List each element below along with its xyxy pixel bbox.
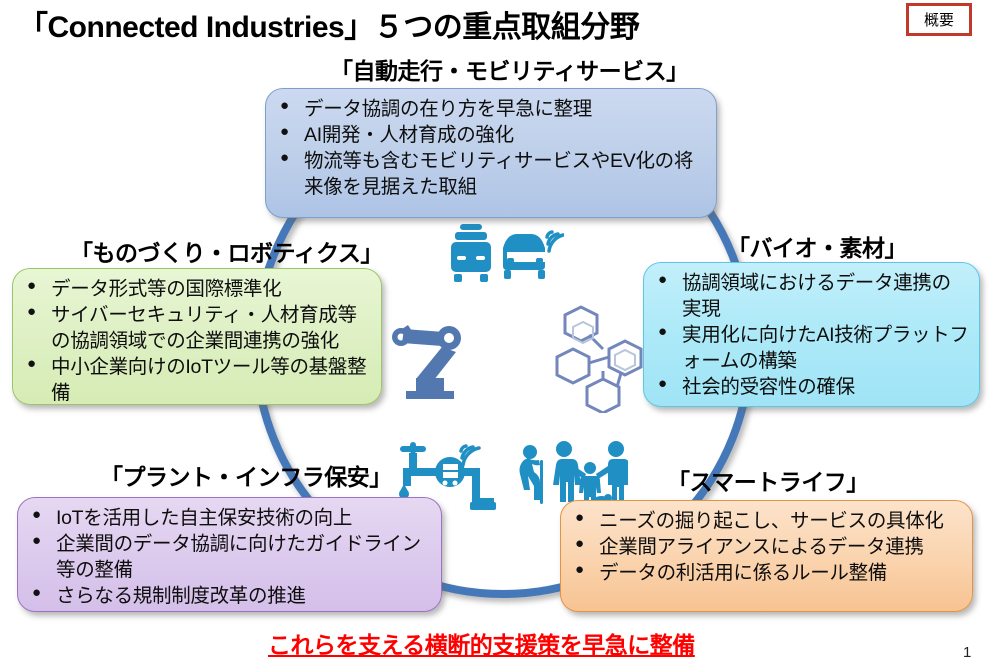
status-badge: 概要 [906, 3, 972, 36]
callout-box-monozukuri: データ形式等の国際標準化 サイバーセキュリティ・人材育成等の協調領域での企業間連… [12, 268, 382, 405]
list-item: 企業間アライアンスによるデータ連携 [573, 534, 962, 561]
bullet-list-monozukuri: データ形式等の国際標準化 サイバーセキュリティ・人材育成等の協調領域での企業間連… [25, 276, 371, 407]
bullet-list-smartlife: ニーズの掘り起こし、サービスの具体化 企業間アライアンスによるデータ連携 データ… [573, 508, 962, 587]
footer-note: これらを支える横断的支援策を早急に整備 [268, 632, 695, 658]
page-title: 「Connected Industries」５つの重点取組分野 [18, 11, 640, 44]
list-item: さらなる規制制度改革の推進 [30, 583, 431, 610]
robot-arm-icon [392, 325, 461, 399]
list-item: 企業間のデータ協調に向けたガイドライン等の整備 [30, 531, 431, 584]
callout-box-plant: IoTを活用した自主保安技術の向上 企業間のデータ協調に向けたガイドライン等の整… [17, 497, 442, 612]
list-item: サイバーセキュリティ・人材育成等の協調領域での企業間連携の強化 [25, 302, 371, 355]
list-item: 社会的受容性の確保 [656, 374, 969, 401]
callout-box-bio: 協調領域におけるデータ連携の実現 実用化に向けたAI技術プラットフォームの構築 … [643, 262, 980, 407]
section-heading-plant: 「プラント・インフラ保安」 [100, 464, 392, 490]
molecule-icon [555, 305, 643, 413]
list-item: 中小企業向けのIoTツール等の基盤整備 [25, 354, 371, 407]
bullet-list-plant: IoTを活用した自主保安技術の向上 企業間のデータ協調に向けたガイドライン等の整… [30, 505, 431, 610]
bullet-list-mobility: データ協調の在り方を早急に整理 AI開発・人材育成の強化 物流等も含むモビリティ… [278, 96, 706, 201]
list-item: データの利活用に係るルール整備 [573, 560, 962, 587]
section-heading-bio: 「バイオ・素材」 [727, 235, 908, 261]
section-heading-monozukuri: 「ものづくり・ロボティクス」 [70, 240, 383, 266]
bullet-list-bio: 協調領域におけるデータ連携の実現 実用化に向けたAI技術プラットフォームの構築 … [656, 270, 969, 401]
list-item: データ協調の在り方を早急に整理 [278, 96, 706, 123]
smart-water-pipe-icon [399, 442, 496, 510]
section-heading-mobility: 「自動走行・モビリティサービス」 [330, 58, 689, 84]
callout-box-smartlife: ニーズの掘り起こし、サービスの具体化 企業間アライアンスによるデータ連携 データ… [560, 500, 973, 612]
list-item: IoTを活用した自主保安技術の向上 [30, 505, 431, 532]
section-heading-smartlife: 「スマートライフ」 [667, 469, 869, 495]
page-number: 1 [963, 644, 972, 661]
callout-box-mobility: データ協調の在り方を早急に整理 AI開発・人材育成の強化 物流等も含むモビリティ… [265, 88, 717, 218]
list-item: 協調領域におけるデータ連携の実現 [656, 270, 969, 323]
status-badge-label: 概要 [923, 12, 954, 29]
list-item: 実用化に向けたAI技術プラットフォームの構築 [656, 322, 969, 375]
list-item: データ形式等の国際標準化 [25, 276, 371, 303]
list-item: ニーズの掘り起こし、サービスの具体化 [573, 508, 962, 535]
autonomous-vehicles-icon [451, 224, 564, 282]
list-item: AI開発・人材育成の強化 [278, 122, 706, 149]
list-item: 物流等も含むモビリティサービスやEV化の将来像を見据えた取組 [278, 148, 706, 201]
